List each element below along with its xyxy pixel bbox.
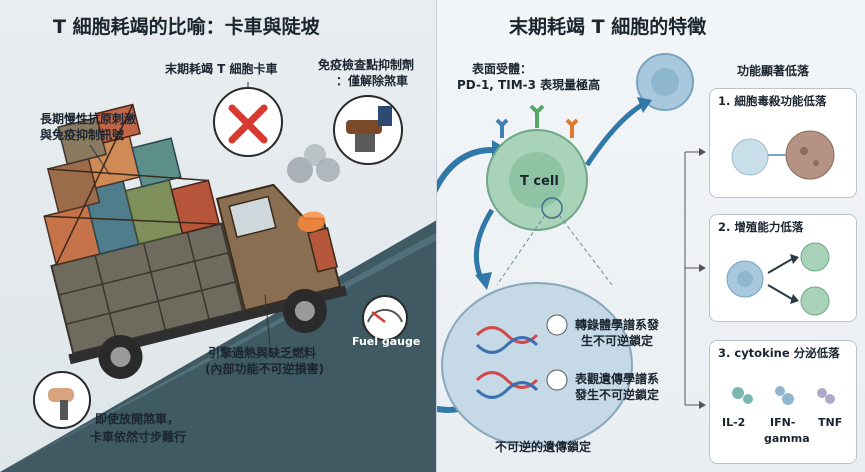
engine-smoke-icon xyxy=(287,144,340,183)
cytokine-ifn-a: IFN- xyxy=(770,416,796,429)
cytokine-tnf: TNF xyxy=(818,416,843,429)
box1-title: 1. 細胞毒殺功能低落 xyxy=(718,94,827,108)
hand-brake-icon xyxy=(33,371,91,429)
nucleus-caption: 不可逆的遺傳鎖定 xyxy=(495,440,592,454)
engine-label-line2: (內部功能不可逆損害) xyxy=(205,362,324,376)
receptor-label-line2: PD-1, TIM-3 表現量極高 xyxy=(457,78,601,92)
overheated-engine xyxy=(297,211,326,233)
brake-label-line1: 免疫檢查點抑制劑 xyxy=(318,58,415,72)
nucleus xyxy=(441,282,633,448)
function-title: 功能顯著低落 xyxy=(737,64,810,78)
cytotoxic-icon xyxy=(731,130,835,180)
release-label-line1: 即使放開煞車， xyxy=(95,412,180,426)
brake-pedal-icon xyxy=(333,95,403,165)
nucleus-label-1b: 生不可逆鎖定 xyxy=(581,334,654,348)
cytotoxic-box: 1. 細胞毒殺功能低落 xyxy=(709,88,857,198)
metaphor-title: T 細胞耗竭的比喻：卡車與陡坡 xyxy=(53,16,320,38)
proliferation-box: 2. 增殖能力低落 xyxy=(709,214,857,322)
cytokine-il2: IL-2 xyxy=(722,416,746,429)
t-cell-label: T cell xyxy=(520,174,559,189)
cargo-label-line2: 與免疫抑制訊號 xyxy=(40,128,125,142)
truck-label: 末期耗竭 T 細胞卡車 xyxy=(165,62,278,76)
fuel-gauge-label: Fuel gauge xyxy=(352,335,421,348)
cytokine-ifn-b: gamma xyxy=(764,432,810,445)
release-label-line2: 卡車依然寸步難行 xyxy=(90,430,187,444)
box3-title: 3. cytokine 分泌低落 xyxy=(718,346,840,360)
brake-label-line2: ：僅解除煞車 xyxy=(336,74,409,88)
box2-title: 2. 增殖能力低落 xyxy=(718,220,804,234)
metaphor-panel: T 細胞耗竭的比喻：卡車與陡坡 xyxy=(0,0,437,472)
receptor-label-line1: 表面受體： xyxy=(472,62,533,76)
arrow-into-cell xyxy=(437,147,493,194)
receptor-icons xyxy=(495,104,579,138)
truck-illustration xyxy=(0,82,437,472)
nucleus-label-1a: 轉錄體學譜系發 xyxy=(575,318,660,332)
cytokine-box: 3. cytokine 分泌低落 IL-2 IFN- gamma TNF xyxy=(709,340,857,464)
features-panel: 末期耗竭 T 細胞的特徵 xyxy=(437,0,865,472)
proliferation-icon xyxy=(726,242,830,316)
cab-window xyxy=(228,195,277,239)
nucleus-label-2a: 表觀遺傳學譜系 xyxy=(575,372,660,386)
cell-diagram xyxy=(437,53,706,448)
dna-icon xyxy=(475,326,539,399)
nucleus-label-2b: 發生不可逆鎖定 xyxy=(575,388,660,402)
engine-label-line1: 引擎過熱與缺乏燃料 xyxy=(208,346,317,360)
no-gas-icon xyxy=(213,87,283,157)
cargo-label-line1: 長期慢性抗原刺激 xyxy=(40,112,137,126)
fuel-gauge-icon xyxy=(362,295,408,341)
truck xyxy=(43,103,348,379)
features-title: 末期耗竭 T 細胞的特徵 xyxy=(509,16,707,38)
cytokine-icon xyxy=(732,386,835,405)
